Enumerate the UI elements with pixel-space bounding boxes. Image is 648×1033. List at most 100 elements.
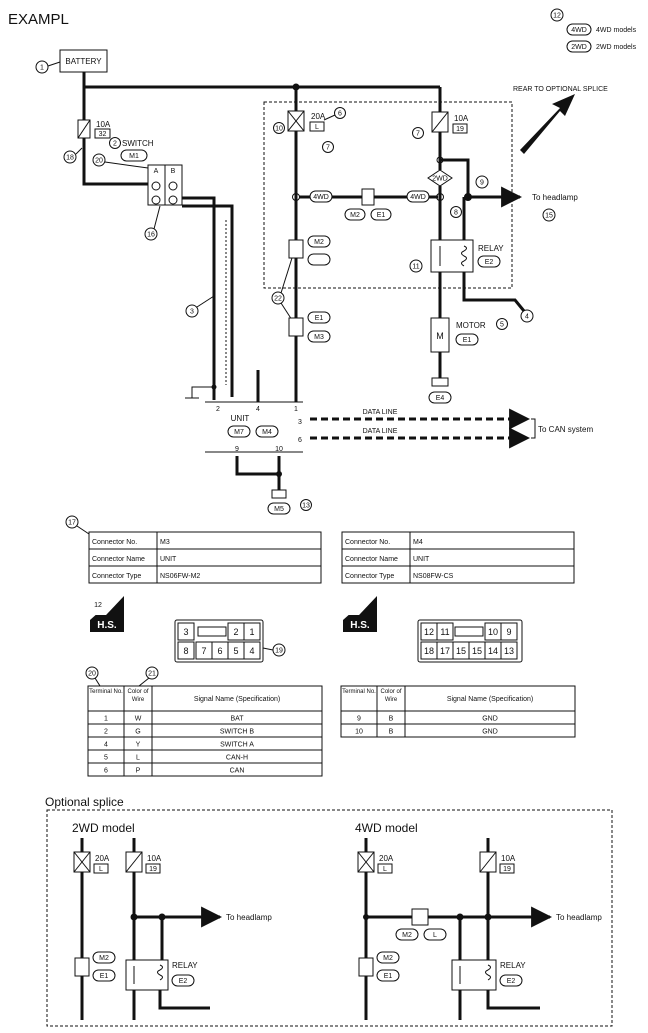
svg-text:11: 11: [412, 264, 419, 271]
svg-text:9: 9: [235, 446, 239, 453]
svg-text:10A: 10A: [96, 120, 111, 129]
motor-label: MOTOR: [456, 321, 486, 330]
svg-text:9: 9: [480, 180, 484, 187]
svg-text:14: 14: [488, 646, 498, 656]
svg-text:12: 12: [94, 602, 102, 609]
svg-text:Signal Name (Specification): Signal Name (Specification): [194, 696, 280, 703]
headlamp-label: To headlamp: [532, 193, 578, 202]
svg-text:L: L: [99, 866, 103, 873]
svg-text:E1: E1: [384, 973, 393, 980]
rear-arrow-icon: [520, 94, 575, 154]
svg-text:5: 5: [233, 646, 238, 656]
svg-text:M: M: [436, 331, 444, 341]
svg-text:SWITCH A: SWITCH A: [220, 742, 254, 749]
svg-text:8: 8: [454, 210, 458, 217]
data-line-2: DATA LINE: [363, 428, 398, 435]
svg-text:6: 6: [298, 437, 302, 444]
svg-text:E2: E2: [507, 978, 516, 985]
svg-text:15: 15: [472, 646, 482, 656]
svg-text:4: 4: [249, 646, 254, 656]
svg-text:11: 11: [440, 627, 449, 637]
svg-text:6: 6: [338, 111, 342, 118]
legend-2wd-tag: 2WD: [571, 44, 587, 51]
connector-face-m3: 3 2 1 8 7 6 5 4 19: [174, 619, 286, 663]
legend-4wd-label: 4WD models: [596, 27, 637, 34]
svg-text:32: 32: [99, 131, 107, 138]
svg-text:To headlamp: To headlamp: [556, 913, 602, 922]
svg-text:2WD: 2WD: [432, 176, 448, 183]
svg-text:10: 10: [355, 729, 363, 736]
svg-text:18: 18: [66, 155, 74, 162]
svg-text:B: B: [389, 716, 394, 723]
svg-text:Connector Name: Connector Name: [345, 556, 398, 563]
svg-text:10: 10: [275, 446, 283, 453]
svg-text:4: 4: [525, 314, 529, 321]
svg-text:M2: M2: [402, 932, 412, 939]
svg-text:M5: M5: [274, 506, 284, 513]
svg-text:2: 2: [233, 627, 238, 637]
battery-label: BATTERY: [65, 57, 102, 66]
svg-text:M4: M4: [413, 539, 423, 546]
svg-text:4WD: 4WD: [410, 194, 426, 201]
svg-text:4: 4: [256, 406, 260, 413]
svg-text:3: 3: [298, 419, 302, 426]
svg-text:21: 21: [148, 671, 156, 678]
svg-text:NS06FW-M2: NS06FW-M2: [160, 573, 200, 580]
svg-text:L: L: [136, 755, 140, 762]
svg-text:10: 10: [275, 126, 283, 133]
svg-text:Connector Type: Connector Type: [345, 573, 394, 580]
svg-text:18: 18: [424, 646, 434, 656]
svg-text:9: 9: [506, 627, 511, 637]
svg-text:10A: 10A: [501, 854, 516, 863]
svg-text:20A: 20A: [379, 854, 394, 863]
svg-text:RELAY: RELAY: [172, 961, 198, 970]
svg-text:20: 20: [88, 671, 96, 678]
svg-text:9: 9: [357, 716, 361, 723]
optional-splice-title: Optional splice: [45, 795, 124, 809]
svg-text:G: G: [135, 729, 140, 736]
svg-text:E2: E2: [179, 978, 188, 985]
unit-label: UNIT: [231, 414, 250, 423]
switch-label: SWITCH: [122, 139, 154, 148]
svg-text:19: 19: [149, 866, 157, 873]
svg-text:UNIT: UNIT: [413, 556, 430, 563]
svg-text:3: 3: [183, 627, 188, 637]
svg-text:8: 8: [183, 646, 188, 656]
hs-icon: H.S. 12: [90, 596, 124, 632]
svg-text:BAT: BAT: [230, 716, 244, 723]
svg-text:16: 16: [147, 232, 155, 239]
svg-text:E2: E2: [485, 259, 494, 266]
svg-text:6: 6: [104, 768, 108, 775]
svg-text:2WD model: 2WD model: [72, 821, 135, 835]
svg-text:2: 2: [216, 406, 220, 413]
svg-text:H.S.: H.S.: [97, 620, 117, 631]
fuse-10a-19: 10A 19 7: [412, 111, 469, 139]
svg-text:4: 4: [104, 742, 108, 749]
svg-text:B: B: [171, 168, 176, 175]
svg-text:A: A: [154, 168, 159, 175]
svg-text:19: 19: [456, 126, 464, 133]
svg-text:M3: M3: [314, 334, 324, 341]
data-line-1: DATA LINE: [363, 409, 398, 416]
svg-text:M2: M2: [383, 955, 393, 962]
svg-text:19: 19: [503, 866, 511, 873]
motor: M MOTOR 5 E1: [430, 317, 508, 353]
terminal-table-m3: Terminal No. Color of Wire Signal Name (…: [87, 685, 323, 777]
svg-text:1: 1: [104, 716, 108, 723]
svg-text:GND: GND: [482, 729, 498, 736]
svg-text:CAN-H: CAN-H: [226, 755, 248, 762]
svg-text:2: 2: [104, 729, 108, 736]
svg-text:Connector Type: Connector Type: [92, 573, 141, 580]
svg-text:P: P: [136, 768, 141, 775]
svg-text:L: L: [433, 932, 437, 939]
svg-text:GND: GND: [482, 716, 498, 723]
svg-text:5: 5: [104, 755, 108, 762]
rear-label: REAR TO OPTIONAL SPLICE: [513, 86, 608, 93]
svg-text:M1: M1: [129, 153, 139, 160]
connector-face-m4: 12 11 10 9 18 17 15 15 14 13: [417, 619, 523, 663]
svg-text:20A: 20A: [95, 854, 110, 863]
svg-text:15: 15: [456, 646, 466, 656]
svg-text:W: W: [135, 716, 142, 723]
svg-text:CAN: CAN: [230, 768, 245, 775]
svg-text:Signal Name (Specification): Signal Name (Specification): [447, 696, 533, 703]
